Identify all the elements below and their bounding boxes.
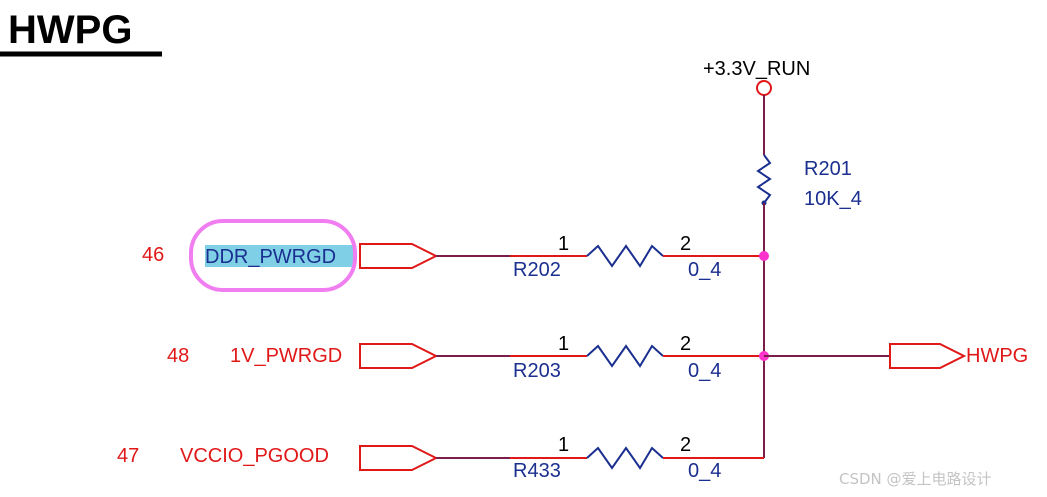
port-vccio-pgood — [359, 445, 439, 471]
net-highlight — [205, 245, 353, 267]
r203-value: 0_4 — [688, 360, 721, 382]
r202-ref: R202 — [513, 259, 561, 281]
net-label-vccio-pgood: VCCIO_PGOOD — [180, 445, 329, 467]
schematic-title: HWPG — [8, 8, 132, 52]
r433-ref: R433 — [513, 460, 561, 482]
r202-pin1: 1 — [558, 233, 569, 255]
resistor-r203 — [586, 344, 664, 368]
watermark: CSDN @爱上电路设计 — [839, 470, 992, 488]
annotation-circle — [189, 219, 357, 292]
r201-value: 10K_4 — [804, 188, 862, 210]
net-label-ddr-pwrgd: DDR_PWRGD — [205, 246, 336, 268]
net-label-hwpg-output: HWPG — [966, 345, 1028, 367]
resistor-r201 — [756, 154, 772, 204]
resistor-r433 — [586, 446, 664, 470]
r203-pin1: 1 — [558, 333, 569, 355]
r433-pin2: 2 — [680, 434, 691, 456]
r203-pin2: 2 — [680, 333, 691, 355]
resistor-r202 — [586, 244, 664, 268]
port-ddr-pwrgd — [359, 243, 439, 269]
power-rail-symbol — [756, 80, 772, 96]
junction-r202 — [759, 251, 769, 261]
r433-value: 0_4 — [688, 460, 721, 482]
r433-pin1: 1 — [558, 434, 569, 456]
r201-ref: R201 — [804, 158, 852, 180]
power-net-label: +3.3V_RUN — [703, 58, 810, 80]
net-label-1v-pwrgd: 1V_PWRGD — [230, 345, 342, 367]
port-hwpg — [889, 343, 967, 369]
r202-value: 0_4 — [688, 259, 721, 281]
pin-number-48: 48 — [167, 345, 189, 367]
pin-number-47: 47 — [117, 445, 139, 467]
r202-pin2: 2 — [680, 233, 691, 255]
pin-number-46: 46 — [142, 244, 164, 266]
port-1v-pwrgd — [359, 343, 439, 369]
r203-ref: R203 — [513, 360, 561, 382]
